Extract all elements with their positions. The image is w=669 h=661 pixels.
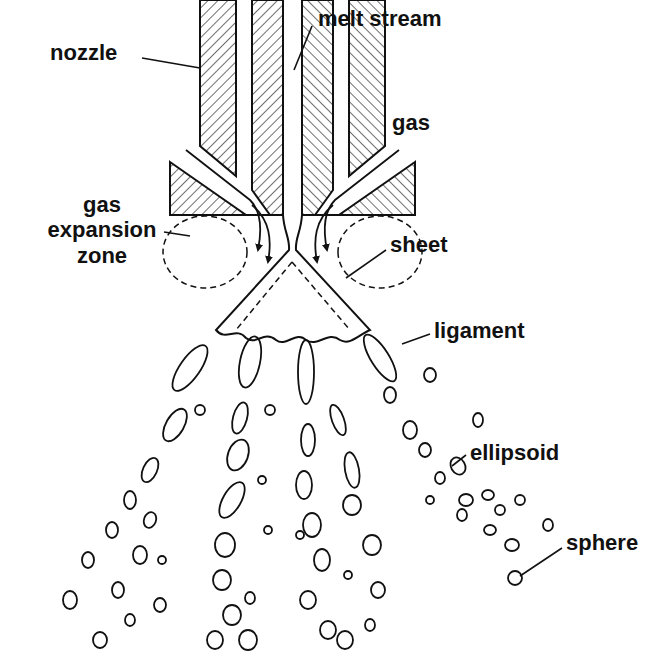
- melt-sheet: [216, 215, 370, 342]
- droplet: [215, 533, 235, 557]
- part-label: ligament: [434, 318, 524, 343]
- droplet: [508, 571, 522, 585]
- droplet: [154, 598, 166, 612]
- droplet: [424, 368, 436, 382]
- droplets: [63, 330, 553, 650]
- droplet: [365, 619, 375, 631]
- part-label: melt stream: [318, 6, 442, 31]
- droplet: [166, 340, 213, 396]
- droplet: [457, 509, 467, 521]
- droplet: [229, 401, 251, 436]
- part-label: sheet: [390, 232, 447, 257]
- droplet: [300, 591, 316, 609]
- droplet: [495, 505, 505, 515]
- droplet: [327, 403, 349, 437]
- droplet: [419, 443, 431, 457]
- droplet: [314, 549, 330, 571]
- droplet: [342, 451, 362, 489]
- droplet: [301, 424, 315, 456]
- droplet: [484, 525, 496, 535]
- droplet: [245, 592, 255, 604]
- droplet: [344, 571, 352, 579]
- droplet: [133, 546, 147, 564]
- droplet: [543, 519, 553, 531]
- droplet: [384, 387, 396, 403]
- droplet: [505, 539, 519, 551]
- droplet: [207, 631, 223, 649]
- droplet: [426, 496, 434, 504]
- droplet: [142, 510, 159, 529]
- droplet: [296, 471, 312, 499]
- part-label: sphere: [566, 530, 638, 555]
- droplet: [138, 455, 162, 484]
- droplet: [482, 490, 494, 500]
- droplet: [82, 552, 94, 568]
- droplet: [213, 570, 231, 590]
- droplet: [447, 455, 468, 478]
- droplet: [298, 340, 314, 404]
- droplet: [93, 632, 107, 648]
- droplet: [112, 582, 124, 598]
- part-label: nozzle: [50, 40, 117, 65]
- droplet: [124, 491, 136, 509]
- droplet: [239, 630, 257, 650]
- droplet: [223, 437, 253, 474]
- droplet: [403, 421, 417, 439]
- droplet: [235, 334, 265, 389]
- droplet: [343, 495, 361, 515]
- nozzle-half: [163, 0, 283, 288]
- droplet: [473, 413, 483, 427]
- droplet: [337, 631, 353, 649]
- part-label: gas: [392, 110, 430, 135]
- droplet: [320, 621, 336, 639]
- part-label: ellipsoid: [470, 440, 559, 465]
- droplet: [435, 472, 445, 484]
- leader-lines: [142, 26, 562, 576]
- droplet: [264, 526, 272, 534]
- droplet: [158, 556, 166, 564]
- droplet: [515, 495, 525, 505]
- droplet: [214, 478, 250, 522]
- droplet: [363, 535, 381, 555]
- droplet: [223, 605, 241, 625]
- part-label: gas expansion zone: [40, 192, 164, 268]
- droplet: [125, 614, 135, 626]
- droplet: [106, 522, 118, 538]
- droplet: [303, 513, 321, 537]
- droplet: [63, 591, 77, 609]
- droplet: [158, 405, 192, 445]
- droplet: [358, 330, 402, 385]
- droplet: [265, 405, 275, 415]
- droplet: [296, 531, 304, 539]
- droplet: [195, 405, 205, 415]
- droplet: [258, 476, 266, 484]
- droplet: [371, 582, 385, 598]
- droplet: [459, 494, 473, 506]
